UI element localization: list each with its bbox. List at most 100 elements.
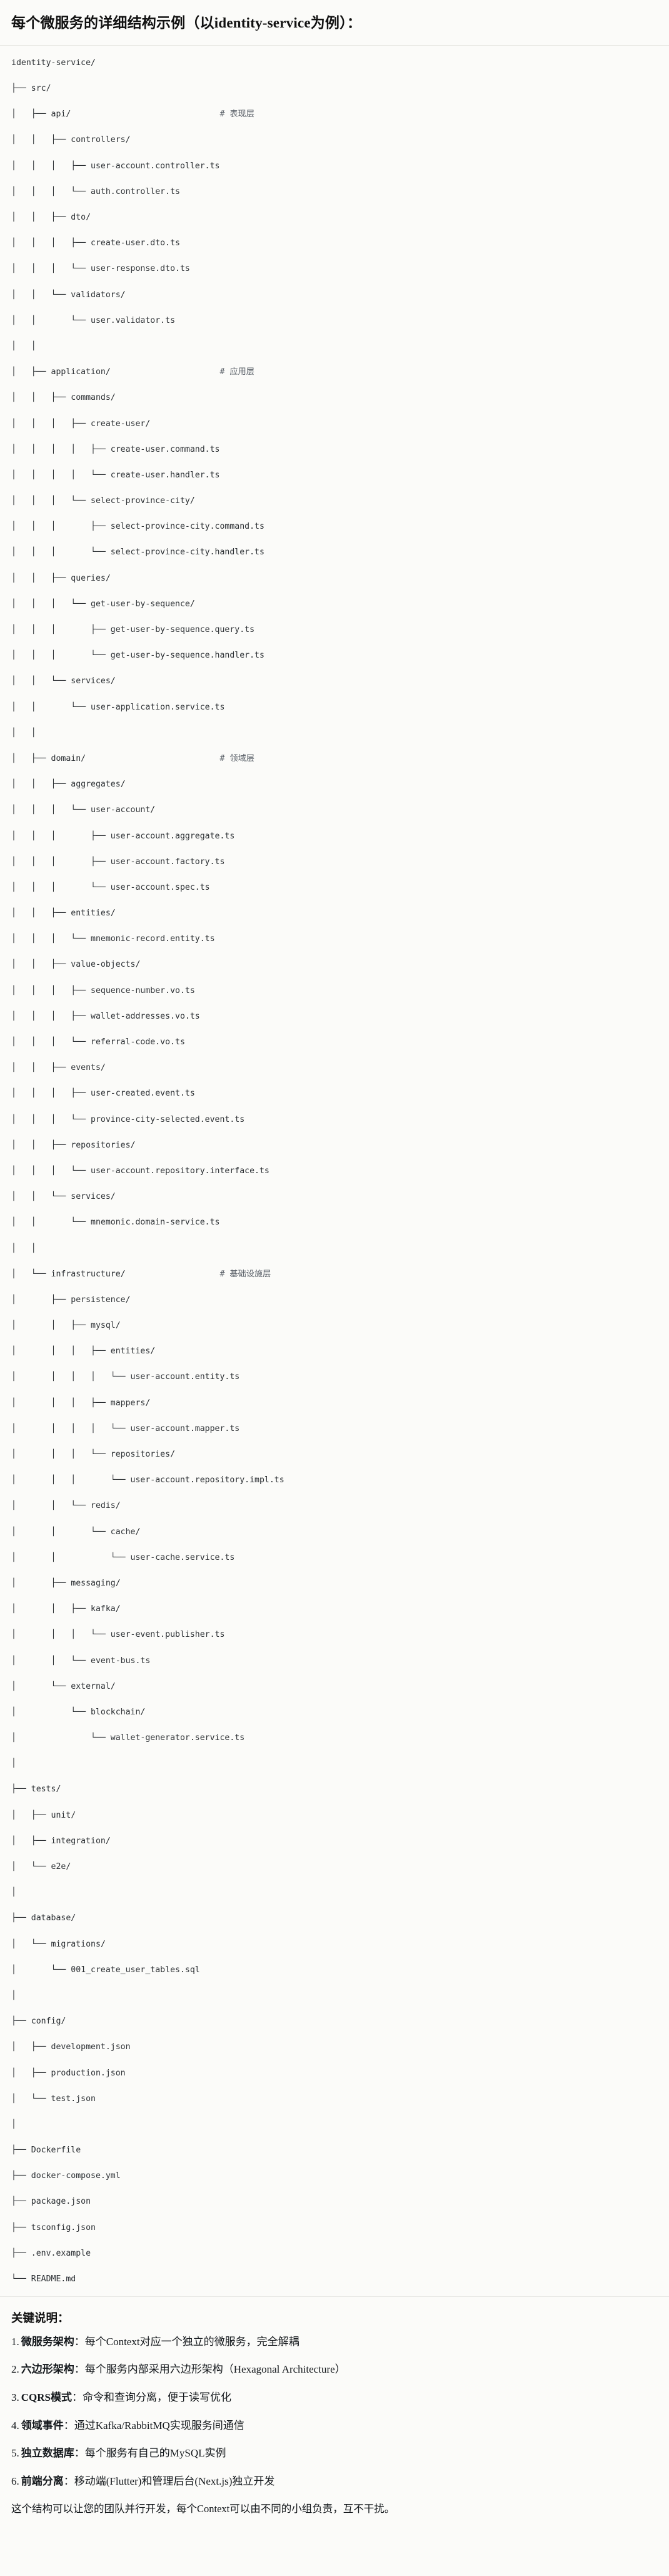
closing-paragraph: 这个结构可以让您的团队并行开发，每个Context可以由不同的小组负责，互不干扰… bbox=[11, 2503, 395, 2515]
key-note-term: CQRS模式 bbox=[21, 2391, 72, 2403]
key-note-description: 命令和查询分离，便于读写优化 bbox=[82, 2391, 231, 2403]
tree-line: │ └── migrations/ bbox=[11, 1939, 106, 1949]
tree-line: │ │ │ └── user-response.dto.ts bbox=[11, 264, 190, 274]
tree-line-comment: # 应用层 bbox=[219, 367, 254, 377]
key-note-separator: ： bbox=[74, 2335, 85, 2348]
tree-line-path: │ └── infrastructure/ bbox=[11, 1269, 220, 1279]
tree-line: ├── database/ bbox=[11, 1913, 76, 1923]
tree-line: │ │ └── redis/ bbox=[11, 1501, 121, 1511]
tree-line: │ │ └── user-application.service.ts bbox=[11, 702, 225, 712]
tree-line: │ bbox=[11, 1759, 16, 1769]
tree-line: │ └── wallet-generator.service.ts bbox=[11, 1733, 245, 1743]
key-note-item: 6.前端分离：移动端(Flutter)和管理后台(Next.js)独立开发 bbox=[11, 2474, 658, 2490]
tree-line: │ │ └── event-bus.ts bbox=[11, 1656, 151, 1666]
tree-line: │ │ └── services/ bbox=[11, 676, 116, 686]
tree-line-comment: # 表现层 bbox=[219, 109, 254, 120]
directory-tree-block: identity-service/ ├── src/ │ ├── api/ # … bbox=[0, 46, 669, 2297]
key-note-item: 4.领域事件：通过Kafka/RabbitMQ实现服务间通信 bbox=[11, 2418, 658, 2434]
tree-line: │ │ │ └── user-account.repository.impl.t… bbox=[11, 1475, 284, 1485]
tree-line: └── README.md bbox=[11, 2274, 76, 2284]
tree-line: identity-service/ bbox=[11, 58, 96, 68]
tree-line: │ ├── unit/ bbox=[11, 1810, 76, 1820]
tree-line: │ bbox=[11, 2119, 16, 2129]
tree-line: │ │ └── mnemonic.domain-service.ts bbox=[11, 1218, 220, 1228]
tree-line: │ │ └── cache/ bbox=[11, 1527, 141, 1537]
tree-line: │ │ └── user-cache.service.ts bbox=[11, 1552, 235, 1562]
tree-line: │ │ ├── queries/ bbox=[11, 573, 111, 583]
tree-line: │ ├── persistence/ bbox=[11, 1295, 131, 1305]
tree-line: │ ├── api/ # 表现层 bbox=[11, 108, 658, 121]
tree-line: │ │ │ └── province-city-selected.event.t… bbox=[11, 1114, 245, 1124]
tree-line: │ │ │ └── get-user-by-sequence.handler.t… bbox=[11, 651, 264, 661]
key-note-separator: ： bbox=[71, 2391, 83, 2403]
tree-line: │ ├── application/ # 应用层 bbox=[11, 366, 658, 379]
tree-line: │ │ │ ├── user-account.factory.ts bbox=[11, 857, 225, 867]
tree-line: │ │ │ ├── mappers/ bbox=[11, 1398, 151, 1408]
tree-line: │ │ │ ├── create-user.dto.ts bbox=[11, 238, 180, 248]
tree-line: ├── src/ bbox=[11, 84, 51, 94]
tree-line: │ │ │ └── get-user-by-sequence/ bbox=[11, 599, 195, 609]
tree-line: │ │ │ │ └── create-user.handler.ts bbox=[11, 470, 220, 480]
key-note-description: 移动端(Flutter)和管理后台(Next.js)独立开发 bbox=[74, 2475, 275, 2487]
tree-line: │ bbox=[11, 1888, 16, 1898]
tree-line: │ └── e2e/ bbox=[11, 1862, 71, 1872]
tree-line: │ │ ├── dto/ bbox=[11, 213, 91, 223]
key-note-term: 前端分离 bbox=[21, 2475, 64, 2487]
tree-line: │ │ │ ├── sequence-number.vo.ts bbox=[11, 985, 195, 995]
tree-line: │ │ ├── mysql/ bbox=[11, 1321, 121, 1331]
key-note-number: 5. bbox=[11, 2447, 19, 2460]
title-block: 每个微服务的详细结构示例（以identity-service为例）： bbox=[0, 0, 669, 46]
key-note-separator: ： bbox=[63, 2419, 74, 2431]
key-note-term: 微服务架构 bbox=[21, 2335, 74, 2348]
tree-line: │ │ │ ├── user-created.event.ts bbox=[11, 1089, 195, 1099]
key-note-separator: ： bbox=[74, 2363, 85, 2376]
tree-line: │ │ │ │ └── user-account.mapper.ts bbox=[11, 1423, 240, 1433]
tree-line-comment: # 领域层 bbox=[219, 753, 254, 763]
tree-line: │ └── infrastructure/ # 基础设施层 bbox=[11, 1268, 658, 1281]
key-note-description: 每个Context对应一个独立的微服务，完全解耦 bbox=[84, 2335, 299, 2348]
tree-line: │ │ │ └── mnemonic-record.entity.ts bbox=[11, 934, 215, 944]
key-note-description: 每个服务有自己的MySQL实例 bbox=[84, 2447, 226, 2460]
tree-line: │ ├── messaging/ bbox=[11, 1578, 121, 1588]
tree-line: │ │ ├── value-objects/ bbox=[11, 960, 141, 970]
tree-line: │ │ └── services/ bbox=[11, 1192, 116, 1202]
key-note-description: 通过Kafka/RabbitMQ实现服务间通信 bbox=[74, 2419, 244, 2431]
tree-line: │ │ │ │ ├── create-user.command.ts bbox=[11, 444, 220, 454]
tree-line: │ │ │ └── select-province-city/ bbox=[11, 496, 195, 506]
tree-line: │ │ │ ├── entities/ bbox=[11, 1347, 156, 1357]
key-note-term: 领域事件 bbox=[21, 2419, 64, 2431]
tree-line: ├── Dockerfile bbox=[11, 2146, 81, 2156]
key-note-description: 每个服务内部采用六边形架构（Hexagonal Architecture） bbox=[84, 2363, 346, 2376]
tree-line: │ │ └── user.validator.ts bbox=[11, 315, 176, 325]
tree-line: ├── tsconfig.json bbox=[11, 2222, 96, 2232]
key-note-number: 4. bbox=[11, 2419, 19, 2431]
key-note-separator: ： bbox=[63, 2475, 74, 2487]
tree-line-path: │ ├── api/ bbox=[11, 109, 220, 120]
tree-line: │ ├── development.json bbox=[11, 2042, 131, 2052]
tree-line: │ ├── production.json bbox=[11, 2068, 126, 2078]
key-note-term: 六边形架构 bbox=[21, 2363, 74, 2376]
tree-line: │ │ ├── kafka/ bbox=[11, 1604, 121, 1614]
tree-line: │ │ ├── repositories/ bbox=[11, 1140, 136, 1150]
tree-line: │ │ │ ├── wallet-addresses.vo.ts bbox=[11, 1011, 200, 1021]
tree-line-path: │ ├── domain/ bbox=[11, 753, 220, 763]
tree-line: │ └── blockchain/ bbox=[11, 1707, 146, 1717]
tree-line: ├── tests/ bbox=[11, 1784, 61, 1795]
tree-line: │ │ │ └── repositories/ bbox=[11, 1450, 176, 1460]
key-note-number: 6. bbox=[11, 2475, 19, 2487]
tree-line: │ └── external/ bbox=[11, 1681, 116, 1691]
tree-line: ├── config/ bbox=[11, 2017, 66, 2027]
key-note-number: 1. bbox=[11, 2335, 19, 2348]
key-note-item: 3.CQRS模式：命令和查询分离，便于读写优化 bbox=[11, 2390, 658, 2406]
tree-line: ├── .env.example bbox=[11, 2248, 91, 2258]
tree-line: │ │ │ └── select-province-city.handler.t… bbox=[11, 547, 264, 557]
tree-line: │ │ │ └── user-account/ bbox=[11, 805, 156, 815]
key-note-term: 独立数据库 bbox=[21, 2447, 74, 2460]
key-note-item: 5.独立数据库：每个服务有自己的MySQL实例 bbox=[11, 2446, 658, 2461]
tree-line: │ │ │ ├── select-province-city.command.t… bbox=[11, 522, 264, 532]
tree-line: │ │ │ └── user-event.publisher.ts bbox=[11, 1630, 225, 1640]
tree-line: │ │ │ └── auth.controller.ts bbox=[11, 186, 180, 196]
key-note-number: 3. bbox=[11, 2391, 19, 2403]
tree-line: │ └── test.json bbox=[11, 2094, 96, 2104]
